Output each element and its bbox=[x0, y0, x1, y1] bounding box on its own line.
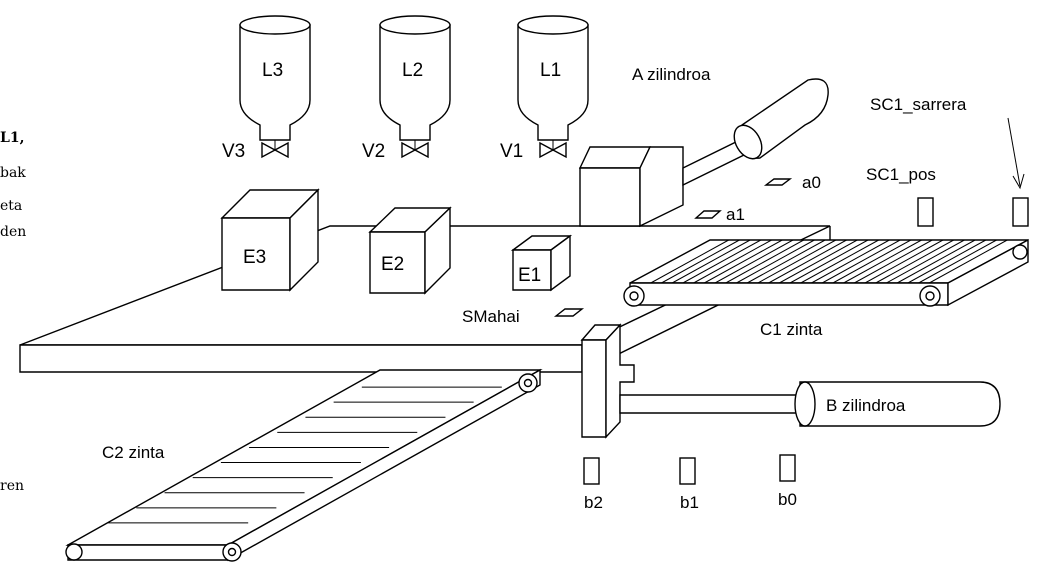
edge-text-4: den bbox=[0, 224, 26, 240]
tank-l3-label: L3 bbox=[262, 60, 283, 81]
belt-c2-label: C2 zinta bbox=[102, 443, 165, 462]
sensor-a1 bbox=[696, 211, 720, 218]
valve-v2-label: V2 bbox=[362, 141, 385, 162]
edge-text-3: eta bbox=[0, 198, 22, 214]
tank-l1-label: L1 bbox=[540, 60, 561, 81]
sensor-sc1-pos bbox=[918, 198, 933, 226]
edge-text-1: L1, bbox=[0, 130, 24, 146]
tank-l1 bbox=[518, 16, 588, 157]
box-e3 bbox=[222, 190, 318, 290]
box-e2 bbox=[370, 208, 450, 293]
sensor-sc1-pos-label: SC1_pos bbox=[866, 165, 936, 184]
edge-text-2: bak bbox=[0, 165, 26, 181]
box-e1-label: E1 bbox=[518, 265, 541, 286]
conveyor-c2 bbox=[66, 370, 540, 561]
valve-v3-label: V3 bbox=[222, 141, 245, 162]
valve-v1-label: V1 bbox=[500, 141, 523, 162]
cylinder-a-label: A zilindroa bbox=[632, 65, 711, 84]
tank-l2-label: L2 bbox=[402, 60, 423, 81]
sensor-b1-label: b1 bbox=[680, 493, 699, 512]
sensor-sc1-entry-label: SC1_sarrera bbox=[870, 95, 967, 114]
sensor-b2-label: b2 bbox=[584, 493, 603, 512]
sensor-b0-label: b0 bbox=[778, 490, 797, 509]
tank-l3 bbox=[240, 16, 310, 157]
sensor-a0-label: a0 bbox=[802, 173, 821, 192]
box-e3-label: E3 bbox=[243, 247, 266, 268]
sensor-b0 bbox=[780, 455, 795, 481]
sensor-a0 bbox=[766, 179, 790, 185]
box-e2-label: E2 bbox=[381, 254, 404, 275]
tank-l2 bbox=[380, 16, 450, 157]
sensor-sc1-entry bbox=[1013, 198, 1028, 226]
cylinder-b-label: B zilindroa bbox=[826, 396, 906, 415]
belt-c1-label: C1 zinta bbox=[760, 320, 823, 339]
sensor-b1 bbox=[680, 458, 695, 484]
sensor-a1-label: a1 bbox=[726, 205, 745, 224]
sensor-smahai-label: SMahai bbox=[462, 307, 520, 326]
cylinder-a bbox=[580, 79, 828, 226]
sensor-b2 bbox=[584, 458, 599, 484]
edge-text-5: ren bbox=[0, 478, 24, 494]
arrow-sc1-entry bbox=[1008, 118, 1024, 188]
